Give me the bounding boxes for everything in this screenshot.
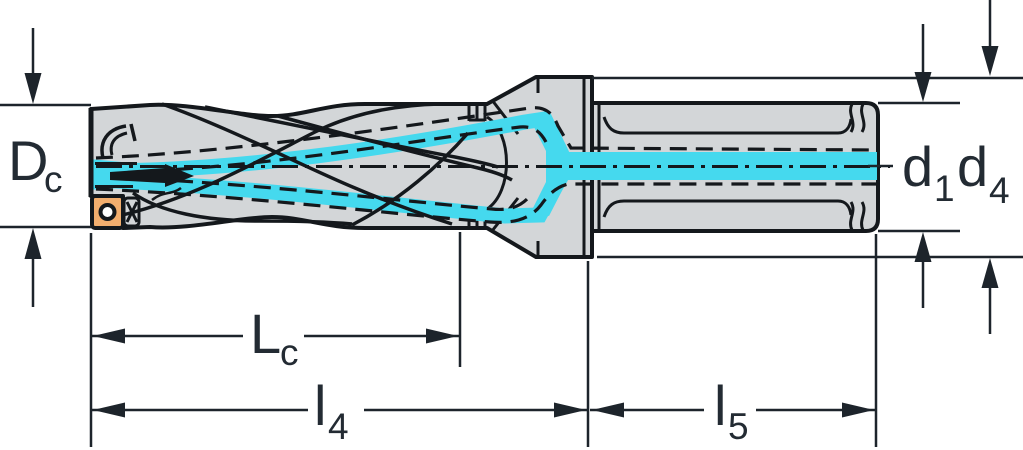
center-insert	[90, 194, 125, 230]
label-d4-sub: 4	[989, 170, 1010, 211]
label-dc-main: D	[8, 129, 48, 192]
peripheral-insert-edge	[100, 123, 137, 159]
label-l4-sub: 4	[328, 406, 349, 447]
label-d1-main: d	[902, 135, 933, 198]
dimension-l5	[590, 402, 876, 418]
dimension-lc	[91, 328, 460, 344]
label-lc-main: L	[250, 302, 281, 365]
drill-body	[88, 75, 890, 259]
label-d4-main: d	[957, 135, 988, 198]
chisel-edge-marks	[95, 162, 194, 188]
flute-helix-curves	[117, 102, 513, 227]
label-l5-main: l	[714, 374, 726, 437]
insert-screw-hole	[98, 203, 117, 221]
label-dc-sub: c	[44, 159, 63, 200]
hidden-channel-dashes	[95, 106, 877, 224]
shank-relief-lines	[602, 103, 866, 231]
label-l4-main: l	[314, 374, 326, 437]
label-lc-sub: c	[280, 332, 299, 373]
extension-lines-bottom	[89, 232, 878, 447]
dimension-dc	[0, 28, 91, 307]
label-d1-sub: 1	[934, 168, 955, 209]
dimension-labels: D c d 1 d 4 L c l 4 l 5	[8, 129, 1010, 447]
dimension-l4	[91, 402, 588, 418]
dimension-d1-d4	[592, 0, 1023, 334]
label-l5-sub: 5	[728, 406, 749, 447]
